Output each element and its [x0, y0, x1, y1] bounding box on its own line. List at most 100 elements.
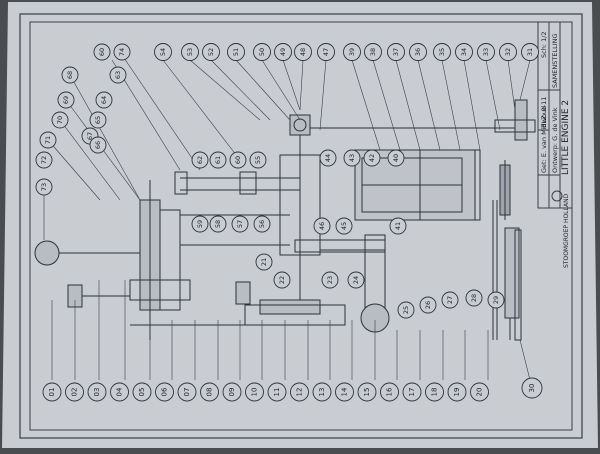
- balloon-label-40: 40: [392, 154, 400, 162]
- balloon-label-27: 27: [446, 296, 454, 304]
- balloon-label-64: 64: [100, 96, 108, 104]
- balloon-label-74: 74: [118, 48, 126, 56]
- balloon-20: [470, 382, 489, 402]
- balloon-label-17: 17: [408, 388, 416, 397]
- balloon-73: [35, 178, 53, 196]
- balloon-09: [222, 382, 242, 402]
- balloon-label-42: 42: [368, 154, 376, 162]
- balloon-33: [477, 43, 495, 61]
- balloon-label-09: 09: [228, 388, 236, 397]
- balloon-55: [249, 151, 267, 169]
- balloon-label-37: 37: [392, 48, 400, 56]
- outer-border: [19, 13, 583, 439]
- blz-text: BLZ. 0-11: [540, 97, 548, 128]
- balloon-label-67: 67: [86, 132, 94, 140]
- balloon-60: [93, 43, 111, 61]
- balloon-12: [290, 382, 309, 402]
- balloon-label-58: 58: [214, 220, 222, 228]
- balloon-69: [57, 91, 75, 109]
- balloon-label-21: 21: [260, 258, 268, 266]
- balloon-label-38: 38: [369, 48, 377, 56]
- balloon-71: [39, 131, 57, 149]
- balloon-11: [267, 382, 287, 402]
- balloon-label-11: 11: [273, 388, 281, 397]
- balloon-label-57: 57: [236, 220, 244, 228]
- balloon-22: [273, 271, 291, 289]
- balloon-label-10: 10: [251, 388, 259, 397]
- balloon-label-32: 32: [504, 48, 512, 56]
- balloon-02: [65, 382, 84, 402]
- balloon-10: [245, 382, 264, 402]
- balloon-label-28: 28: [470, 294, 478, 302]
- balloon-label-59: 59: [196, 220, 204, 228]
- balloon-49: [274, 43, 292, 61]
- balloon-label-06: 06: [161, 387, 169, 396]
- balloon-label-36: 36: [414, 48, 422, 56]
- balloon-50: [253, 43, 271, 61]
- balloon-03: [87, 382, 107, 402]
- balloon-36: [409, 43, 427, 61]
- balloon-21: [255, 253, 273, 271]
- balloon-68: [61, 66, 79, 84]
- balloon-23: [321, 271, 339, 289]
- subtitle-text: SAMENSTELLING: [551, 33, 559, 88]
- get-text: Get: E. van Midwoud: [540, 106, 548, 173]
- balloon-24: [347, 271, 365, 289]
- stamp-circle: [551, 190, 563, 202]
- balloon-04: [110, 382, 129, 402]
- balloon-42: [363, 149, 381, 167]
- balloon-48: [294, 43, 312, 61]
- balloon-label-52: 52: [207, 48, 215, 56]
- ontwerp-text: Ontwerp: G. de Vink: [551, 107, 559, 173]
- balloon-label-60: 60: [234, 156, 242, 164]
- balloon-label-20: 20: [476, 388, 484, 397]
- balloon-label-62: 62: [196, 156, 204, 164]
- balloon-label-41: 41: [394, 222, 402, 230]
- balloon-30: [521, 377, 543, 399]
- balloon-26: [419, 296, 437, 314]
- balloon-label-65: 65: [94, 116, 102, 124]
- balloon-label-22: 22: [278, 276, 286, 284]
- title-block: LITTLE ENGINE 2 SAMENSTELLING Ontwerp: G…: [537, 21, 573, 268]
- balloon-61: [209, 151, 227, 169]
- balloon-label-66: 66: [94, 141, 102, 149]
- balloon-label-48: 48: [299, 48, 307, 56]
- balloon-18: [425, 382, 444, 402]
- balloon-62: [191, 151, 209, 169]
- balloon-59: [191, 215, 209, 233]
- balloon-43: [343, 149, 361, 167]
- balloon-13: [312, 382, 332, 402]
- balloon-63: [109, 66, 127, 84]
- balloon-15: [357, 382, 377, 402]
- balloon-label-35: 35: [438, 48, 446, 56]
- balloon-45: [335, 217, 353, 235]
- balloon-label-15: 15: [363, 388, 371, 397]
- balloon-label-61: 61: [214, 156, 222, 164]
- balloon-label-12: 12: [296, 388, 304, 397]
- balloon-label-05: 05: [138, 388, 146, 397]
- balloon-39: [343, 43, 361, 61]
- balloon-38: [364, 43, 382, 61]
- balloon-70: [51, 111, 69, 129]
- balloon-label-02: 02: [71, 388, 79, 397]
- balloon-label-72: 72: [40, 156, 48, 164]
- balloon-label-63: 63: [114, 71, 122, 79]
- balloon-label-45: 45: [340, 222, 348, 230]
- balloon-label-14: 14: [341, 387, 349, 396]
- balloon-label-01: 01: [48, 388, 56, 397]
- balloon-label-68: 68: [66, 71, 74, 79]
- balloon-label-44: 44: [324, 154, 332, 162]
- balloon-53: [181, 43, 199, 61]
- balloon-29: [487, 291, 505, 309]
- balloon-05: [132, 382, 152, 402]
- balloon-label-43: 43: [348, 154, 356, 162]
- balloon-34: [455, 43, 473, 61]
- balloon-01: [42, 382, 62, 402]
- balloon-16: [380, 382, 399, 402]
- balloon-label-69: 69: [62, 96, 70, 104]
- balloon-label-53: 53: [186, 48, 194, 56]
- balloon-08: [200, 382, 219, 402]
- balloon-27: [441, 291, 459, 309]
- balloon-32: [499, 43, 517, 61]
